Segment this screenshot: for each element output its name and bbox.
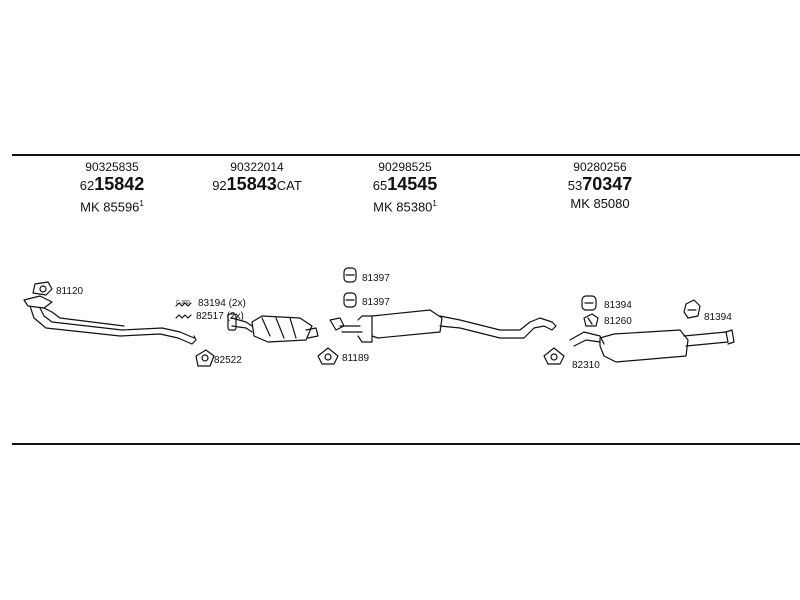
header-prefix: 92 — [212, 178, 227, 193]
part-label-81120: 81120 — [56, 286, 84, 297]
gasket-81120-icon — [32, 281, 53, 296]
part-label-81394-b: 81394 — [704, 312, 732, 323]
part-label-81394-a: 81394 — [604, 300, 632, 311]
part-label-81260: 81260 — [604, 316, 632, 327]
center-muffler-icon — [329, 309, 557, 343]
rear-muffler-icon — [569, 329, 735, 363]
part-label-81397-a: 81397 — [362, 273, 390, 284]
hanger-81397-icon — [343, 267, 357, 308]
header-part-number: 5370347 — [525, 174, 675, 196]
gasket-82310-icon — [543, 347, 565, 365]
header-mk-sup: 1 — [432, 199, 437, 208]
header-suffix: CAT — [276, 178, 302, 193]
header-mk-text: MK 85380 — [373, 199, 433, 215]
part-label-81189: 81189 — [342, 353, 370, 364]
header-main: 15843 — [226, 174, 277, 194]
part-label-82517: 82517 (2x) — [196, 311, 244, 322]
header-block-3: 90298525 6514545 MK 853801 — [330, 160, 480, 215]
part-label-82522: 82522 — [214, 355, 242, 366]
gasket-81189-icon — [317, 347, 339, 365]
small-note: C-300 — [176, 300, 190, 306]
header-mk-sup: 1 — [139, 199, 144, 208]
spring-bolts-icon — [175, 302, 192, 319]
part-label-81397-b: 81397 — [362, 297, 390, 308]
top-divider — [12, 154, 800, 156]
header-block-1: 90325835 6215842 MK 855961 — [37, 160, 187, 215]
header-part-number: 9215843CAT — [182, 174, 332, 196]
header-block-4: 90280256 5370347 MK 85080 — [525, 160, 675, 212]
hanger-81394-icon — [581, 295, 597, 311]
header-ref: 90322014 — [230, 160, 284, 174]
header-part-number: 6514545 — [330, 174, 480, 196]
header-mk: MK 853801 — [330, 196, 480, 215]
header-prefix: 65 — [372, 178, 388, 193]
header-mk: MK 855961 — [37, 196, 187, 215]
hanger-81394b-icon — [683, 299, 701, 319]
header-main: 14545 — [387, 174, 438, 194]
header-part-number: 6215842 — [37, 174, 187, 196]
header-mk-text: MK 85596 — [80, 199, 140, 215]
part-label-82310: 82310 — [572, 360, 600, 371]
header-ref: 90298525 — [378, 160, 432, 174]
header-prefix: 62 — [79, 178, 95, 193]
bottom-divider — [12, 443, 800, 445]
front-pipe-icon — [23, 295, 197, 345]
header-prefix: 53 — [567, 178, 583, 193]
gasket-82522-icon — [195, 349, 215, 367]
header-mk: MK 85080 — [525, 196, 675, 212]
header-main: 15842 — [94, 174, 145, 194]
header-ref: 90325835 — [85, 160, 139, 174]
header-main: 70347 — [582, 174, 633, 194]
header-block-2: 90322014 9215843CAT — [182, 160, 332, 196]
clip-81260-icon — [583, 313, 599, 327]
header-mk-text: MK 85080 — [570, 196, 630, 211]
catalytic-converter-icon — [227, 313, 319, 343]
header-ref: 90280256 — [573, 160, 627, 174]
part-label-83194: 83194 (2x) — [198, 298, 246, 309]
